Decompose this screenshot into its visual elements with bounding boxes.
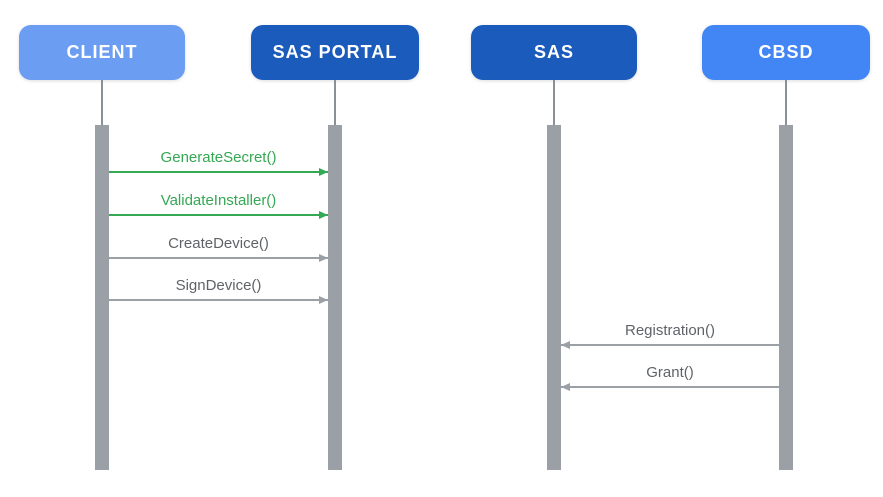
message-label: CreateDevice() [168, 235, 269, 252]
message-label: Registration() [624, 322, 716, 339]
actor-label-cbsd: CBSD [758, 42, 814, 62]
arrowhead-right-icon [319, 295, 328, 304]
message-label: GenerateSecret() [160, 149, 277, 166]
message-line [109, 214, 328, 216]
activation-bar-cbsd [779, 125, 793, 470]
lifeline-sas [553, 80, 555, 125]
actor-box-client: CLIENT [19, 25, 185, 80]
actor-box-sas-portal: SAS PORTAL [251, 25, 419, 80]
arrowhead-right-icon [319, 167, 328, 176]
message-line [109, 257, 328, 259]
message-line [109, 171, 328, 173]
arrowhead-right-icon [319, 210, 328, 219]
actor-label-sas-portal: SAS PORTAL [272, 42, 398, 62]
message-label: ValidateInstaller() [160, 192, 277, 209]
actor-label-client: CLIENT [66, 42, 138, 62]
activation-bar-sas [547, 125, 561, 470]
actor-box-sas: SAS [471, 25, 637, 80]
message-line [109, 299, 328, 301]
activation-bar-client [95, 125, 109, 470]
arrowhead-right-icon [319, 253, 328, 262]
activation-bar-sas-portal [328, 125, 342, 470]
lifeline-sas-portal [334, 80, 336, 125]
actor-box-cbsd: CBSD [702, 25, 870, 80]
message-label: Grant() [646, 364, 694, 381]
message-label: SignDevice() [175, 277, 262, 294]
actor-label-sas: SAS [533, 42, 574, 62]
message-line [561, 386, 779, 388]
arrowhead-left-icon [561, 382, 570, 391]
arrowhead-left-icon [561, 340, 570, 349]
lifeline-client [101, 80, 103, 125]
message-line [561, 344, 779, 346]
lifeline-cbsd [785, 80, 787, 125]
